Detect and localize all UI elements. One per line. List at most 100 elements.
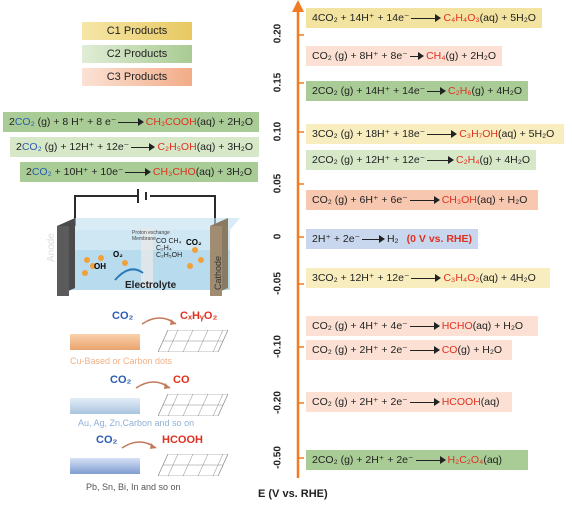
left-equation: 2CO₂ (g) + 8 H⁺ + 8 e⁻ CH₃COOH (aq) + 2H… — [3, 112, 259, 132]
arrow-icon — [427, 156, 454, 164]
legend-c1-label: C1 Products — [106, 25, 168, 37]
eq-tail: (aq) — [483, 454, 503, 466]
eq-product: CH₃COOH — [145, 116, 197, 128]
tick-label: 0.20 — [272, 23, 284, 44]
anode-label: Anode — [46, 233, 57, 262]
eq-tail: (aq) + 3H₂O — [195, 166, 252, 178]
eq-tail: (aq) + 4H₂O — [479, 272, 536, 284]
catalyst-product: HCOOH — [162, 434, 203, 446]
catalyst-label: Au, Ag, Zn,Carbon and so on — [78, 418, 195, 428]
eq-tail: (aq) + 5H₂O — [498, 128, 555, 140]
tick-label: -0.50 — [272, 446, 284, 469]
catalyst-panel: CO₂ CₓHᵧO₂ Cu-Based or Carbon dots — [70, 308, 230, 372]
cathode-label: Cathode — [213, 255, 223, 290]
legend-c2: C2 Products — [82, 45, 192, 63]
eq-product: C₃H₇OH — [459, 128, 499, 140]
catalyst-product: CO — [173, 374, 190, 386]
catalyst-reactant: CO₂ — [112, 310, 134, 322]
eq-tail: (g) + 4H₂O — [479, 154, 530, 166]
eq-tail: (aq) + H₂O — [476, 194, 528, 206]
cell-products-label: CO CH₄ C₂H₄ C₂H₅OH — [156, 238, 183, 259]
arrow-icon — [362, 235, 385, 243]
arrow-icon — [125, 168, 152, 176]
eq-reactants: CO₂ (g) + 4H⁺ + 4e⁻ — [312, 320, 408, 332]
arrow-icon — [409, 52, 425, 60]
right-equation: 2CO₂ (g) + 2H⁺ + 2e⁻ H₂C₂O₄ (aq) — [306, 450, 528, 470]
tick-label: -0.05 — [272, 272, 284, 295]
arrow-icon — [427, 130, 458, 138]
eq-reactants: CO₂ (g) + 2H⁺ + 2e⁻ — [312, 396, 408, 408]
legend-c3: C3 Products — [82, 68, 192, 86]
axis-title: E (V vs. RHE) — [258, 488, 328, 500]
legend-c2-label: C2 Products — [106, 48, 168, 60]
tick-label: -0.10 — [272, 335, 284, 358]
left-equation: 2CO₂ (g) + 12H⁺ + 12e⁻ C₂H₅OH (aq) + 3H₂… — [10, 137, 259, 157]
eq-reactants: 2CO₂ (g) + 12H⁺ + 12e⁻ — [312, 154, 426, 166]
eq-reactants: 2H⁺ + 2e⁻ — [312, 233, 361, 245]
tick-label: 0 — [272, 233, 284, 240]
tick-label: 0.15 — [272, 72, 284, 93]
tick-label: 0.05 — [272, 173, 284, 194]
eq-tail: (g) + 4H₂O — [471, 85, 522, 97]
eq-reactants: 3CO₂ + 12H⁺ + 12e⁻ — [312, 272, 410, 284]
eq-reactants: CO₂ (g) + 2H⁺ + 2e⁻ — [312, 344, 408, 356]
eq-product: H₂C₂O₄ — [447, 454, 484, 466]
arrow-icon — [409, 322, 440, 330]
cell-co2-label: CO₂ — [186, 238, 202, 247]
electrolysis-cell — [57, 189, 240, 296]
graphene-sheet-icon — [158, 454, 228, 476]
right-equation: CO₂ (g) + 8H⁺ + 8e⁻ CH₄ (g) + 2H₂O — [306, 46, 502, 66]
eq-reactants: 3CO₂ (g) + 18H⁺ + 18e⁻ — [312, 128, 426, 140]
eq-product: CO — [441, 344, 458, 356]
arrow-icon — [427, 87, 446, 95]
curved-arrow-icon — [135, 381, 171, 389]
graphene-sheet-icon — [158, 330, 228, 352]
arrow-icon — [415, 456, 446, 464]
right-equation: 3CO₂ + 12H⁺ + 12e⁻ C₃H₄O₂ (aq) + 4H₂O — [306, 268, 550, 288]
right-equation: CO₂ (g) + 6H⁺ + 6e⁻ CH₃OH (aq) + H₂O — [306, 190, 538, 210]
curved-arrow-icon — [141, 317, 177, 325]
eq-tail: (aq) + 5H₂O — [479, 12, 536, 24]
right-equation: 4CO₂ + 14H⁺ + 14e⁻ C₄H₄O₃ (aq) + 5H₂O — [306, 8, 542, 28]
membrane-label: Proton exchange Membrane — [132, 230, 170, 242]
potential-axis — [292, 0, 304, 478]
arrow-icon — [411, 14, 442, 22]
eq-tail: (aq) + 2H₂O — [196, 116, 253, 128]
eq-reactants: 2CO₂ (g) + 12H⁺ + 12e⁻ — [16, 141, 130, 153]
arrow-icon — [409, 398, 440, 406]
electrolyte-label: Electrolyte — [125, 280, 177, 291]
right-equation: 2CO₂ (g) + 14H⁺ + 14e⁻ C₂H₆ (g) + 4H₂O — [306, 81, 528, 101]
curved-arrow-icon — [121, 441, 157, 449]
arrow-icon — [411, 274, 442, 282]
oh-label: OH — [94, 262, 106, 271]
eq-tail: (g) + 2H₂O — [445, 50, 496, 62]
eq-reactants: 2CO₂ + 10H⁺ + 10e⁻ — [26, 166, 124, 178]
catalyst-panel: CO₂ HCOOH Pb, Sn, Bi, In and so on — [70, 432, 230, 496]
eq-product: C₂H₄ — [456, 154, 480, 166]
eq-tail: (aq) + 3H₂O — [196, 141, 253, 153]
eq-tail: (g) + H₂O — [457, 344, 503, 356]
right-equation: CO₂ (g) + 2H⁺ + 2e⁻ HCOOH (aq) — [306, 392, 512, 412]
eq-reactants: 2CO₂ (g) + 8 H⁺ + 8 e⁻ — [9, 116, 117, 128]
eq-reactants: CO₂ (g) + 8H⁺ + 8e⁻ — [312, 50, 408, 62]
eq-product: C₂H₆ — [448, 85, 472, 97]
eq-product: CH₃CHO — [152, 166, 196, 178]
arrow-icon — [409, 346, 440, 354]
catalyst-label: Cu-Based or Carbon dots — [70, 356, 173, 366]
legend-c3-label: C3 Products — [106, 71, 168, 83]
eq-product: HCOOH — [441, 396, 481, 408]
eq-reactants: 2CO₂ (g) + 2H⁺ + 2e⁻ — [312, 454, 414, 466]
eq-tail: (aq) — [480, 396, 500, 408]
eq-product: C₂H₅OH — [157, 141, 197, 153]
eq-product: C₄H₄O₃ — [443, 12, 480, 24]
catalyst-slab — [70, 398, 140, 414]
catalyst-product: CₓHᵧO₂ — [180, 310, 218, 322]
catalyst-slab — [70, 334, 140, 350]
o2-label: O₂ — [113, 250, 123, 259]
right-equation: CO₂ (g) + 2H⁺ + 2e⁻ CO (g) + H₂O — [306, 340, 512, 360]
eq-reactants: 2CO₂ (g) + 14H⁺ + 14e⁻ — [312, 85, 426, 97]
catalyst-reactant: CO₂ — [110, 374, 132, 386]
eq-tail: (aq) + H₂O — [472, 320, 524, 332]
catalyst-panel: CO₂ CO Au, Ag, Zn,Carbon and so on — [70, 372, 230, 432]
right-equation: 2CO₂ (g) + 12H⁺ + 12e⁻ C₂H₄ (g) + 4H₂O — [306, 150, 536, 170]
